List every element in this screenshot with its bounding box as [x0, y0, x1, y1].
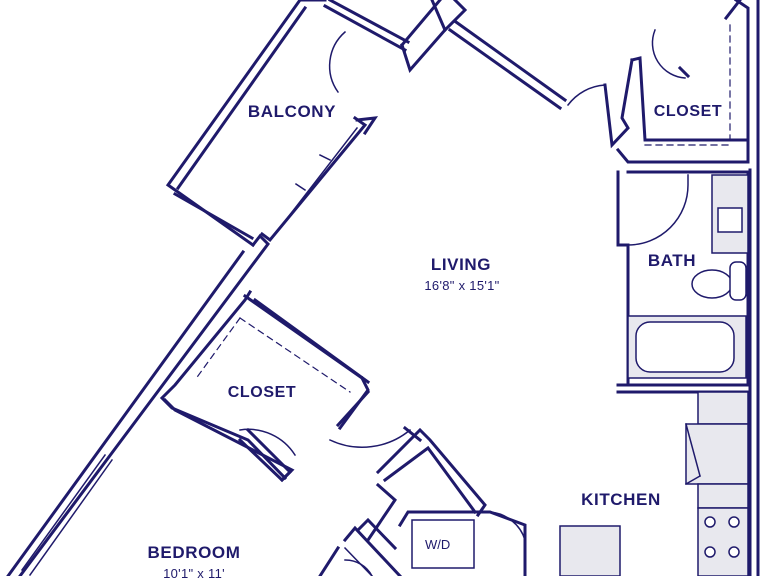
- bedroom-closet-door: [343, 546, 374, 576]
- bedroom-door-swing: [329, 428, 412, 448]
- bedroom-walls: [162, 397, 295, 483]
- room-label-kitchen: KITCHEN: [581, 490, 661, 509]
- kitchen-island: [559, 525, 621, 576]
- balcony-sliding-door: [259, 115, 379, 243]
- room-label-closet-mid: CLOSET: [227, 384, 297, 401]
- room-label-bedroom: BEDROOM: [147, 543, 241, 562]
- balcony-walls: [165, 0, 411, 248]
- room-label-living: LIVING: [430, 255, 492, 274]
- sink-icon: [717, 207, 743, 233]
- room-label-closet-top: CLOSET: [653, 103, 723, 120]
- room-label-bath: BATH: [647, 251, 697, 270]
- room-label-balcony: BALCONY: [247, 102, 337, 121]
- exterior-wall-left: [6, 233, 270, 576]
- washer-dryer: [411, 519, 475, 569]
- kitchen-counters: [559, 391, 749, 576]
- range-icon: [697, 507, 749, 576]
- laundry-walls: [397, 510, 527, 576]
- entry-walls: [399, 0, 568, 111]
- washer-dryer-label: W/D: [425, 537, 451, 552]
- balcony-door-swing: [328, 30, 347, 94]
- toilet-icon: [691, 269, 733, 299]
- exterior-wall-right: [748, 0, 760, 576]
- refrigerator: [685, 423, 749, 485]
- bath-fixtures: [627, 174, 749, 379]
- hall-walls: [318, 427, 487, 576]
- closet-top-walls: [603, 0, 750, 164]
- room-dimensions-living: 16'8" x 15'1": [424, 278, 500, 293]
- room-dimensions-bedroom: 10'1" x 11': [163, 566, 225, 581]
